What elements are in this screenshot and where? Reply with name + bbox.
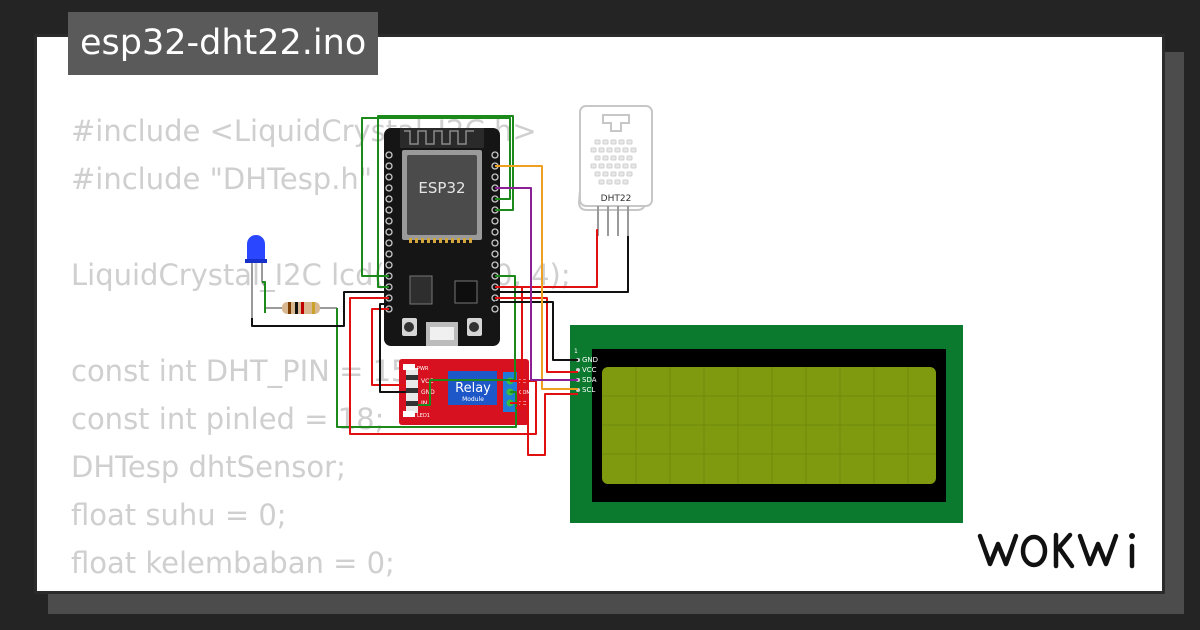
project-title: esp32-dht22.ino [68, 12, 379, 75]
code-line: const int DHT_PIN = 15; [71, 354, 420, 388]
esp32-label: ESP32 [418, 179, 465, 197]
resistor [265, 302, 337, 314]
lcd-pin-gnd: GND [582, 356, 598, 364]
relay-led-1: LED1 [417, 413, 430, 419]
blue-led [245, 235, 267, 318]
relay-subtitle: Module [462, 396, 484, 403]
relay-pin-gnd: GND [421, 389, 435, 396]
relay-pin-vcc: VCC [421, 378, 433, 385]
code-line: float kelembaban = 0; [71, 546, 395, 580]
relay-terminal-com: COM [519, 390, 531, 396]
relay-pin-in: IN [421, 400, 427, 407]
lcd-pin1-label: 1 [574, 348, 578, 355]
code-line: DHTesp dhtSensor; [71, 450, 346, 484]
lcd-display: 1 GND VCC SDA SCL [570, 325, 963, 523]
dht22-label: DHT22 [601, 194, 632, 204]
relay-title: Relay [455, 381, 491, 396]
relay-led-pwr: PWR [417, 366, 429, 372]
wokwi-logo [977, 532, 1135, 569]
dht22-sensor: DHT22 [577, 105, 653, 236]
code-line: float suhu = 0; [71, 498, 287, 532]
esp32-board: ESP32 [384, 128, 500, 346]
lcd-pin-sda: SDA [582, 376, 597, 384]
code-line: const int pinled = 18; [71, 402, 385, 436]
wires [251, 115, 629, 456]
code-line: #include "DHTesp.h" [71, 162, 373, 196]
lcd-pin-scl: SCL [582, 386, 595, 394]
lcd-pin-vcc: VCC [582, 366, 597, 374]
